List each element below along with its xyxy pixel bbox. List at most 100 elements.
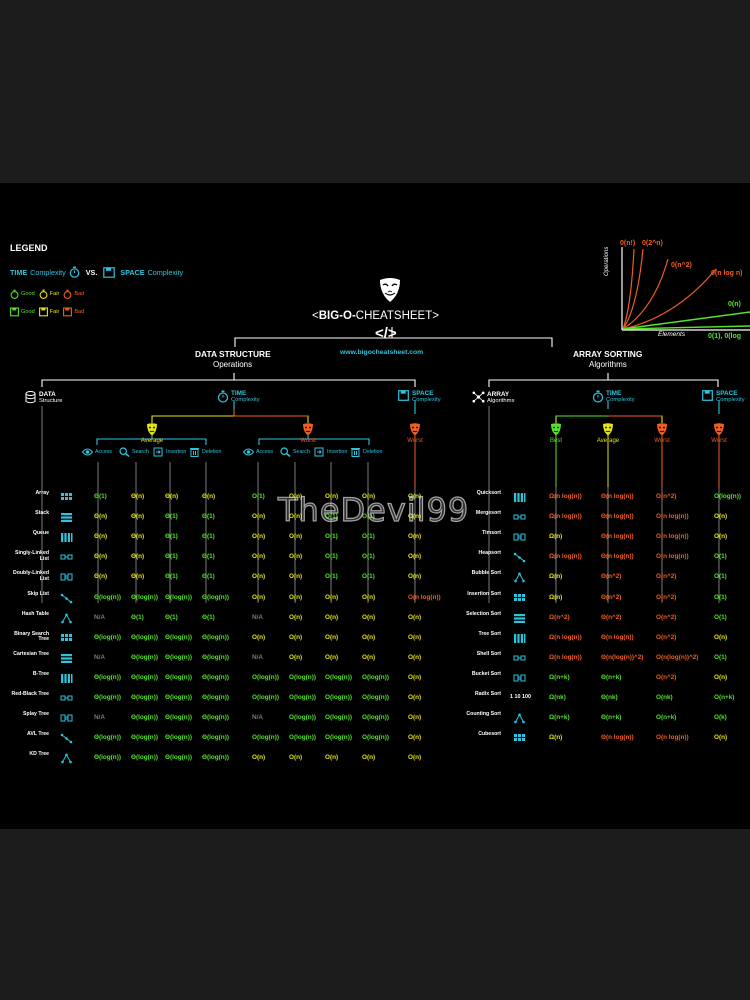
- ds-cell: O(log(n)): [325, 714, 352, 722]
- legend-rating-good: Good: [10, 307, 35, 317]
- insert-icon: [314, 447, 324, 457]
- legend-rating-label: Bad: [74, 291, 85, 297]
- curve-nlogn: [622, 268, 717, 330]
- ds-cell: Θ(1): [202, 513, 215, 521]
- ds-cell: O(n): [289, 653, 303, 661]
- curve-quadratic: [622, 258, 669, 330]
- sort-cell: O(n^2): [656, 633, 677, 641]
- ds-cell: O(n): [362, 493, 376, 500]
- ds-structure-icon: [60, 573, 73, 581]
- ds-cell: Θ(log(n)): [94, 633, 121, 641]
- ds-cell: Θ(log(n)): [131, 653, 158, 661]
- floppy-disk-icon: [398, 390, 409, 401]
- sort-algorithm-icon: [513, 514, 526, 520]
- ds-cell: O(1): [362, 573, 375, 581]
- cheatsheet-poster: LEGEND TIME Complexity VS. SPACE Complex…: [0, 183, 750, 829]
- ds-structure-icon: [60, 695, 73, 701]
- ds-row-label: Hash Table: [21, 610, 49, 617]
- ds-structure-icon: [60, 554, 73, 560]
- theatre-mask-icon: [303, 423, 313, 436]
- ds-cell: O(n): [408, 493, 422, 500]
- ds-cell: Θ(1): [165, 553, 178, 561]
- legend-rating-label: Fair: [49, 291, 60, 297]
- ds-cell: O(n): [408, 513, 422, 521]
- stopwatch-icon: [10, 289, 19, 299]
- ds-cell: Θ(log(n)): [165, 673, 192, 681]
- ds-cell: Θ(1): [131, 613, 144, 621]
- search-icon: [280, 447, 291, 457]
- ds-cell: Θ(n): [94, 573, 108, 581]
- ds-row-label: KD Tree: [29, 751, 49, 758]
- ds-col-data-sub: Structure: [39, 398, 63, 404]
- ds-cell: Θ(log(n)): [202, 593, 229, 601]
- legend-time-sub: Complexity: [30, 267, 66, 277]
- ds-cell: O(1): [362, 533, 375, 541]
- ds-cell: O(log(n)): [325, 694, 352, 701]
- sort-cell: O(n^2): [656, 573, 677, 581]
- ds-row-label: B-Tree: [32, 670, 49, 677]
- ds-cell: Θ(1): [165, 613, 178, 621]
- sort-cell: Θ(n^2): [601, 593, 622, 601]
- ds-col-space-sub: Complexity: [412, 397, 441, 403]
- sort-row-label: Counting Sort: [466, 711, 501, 718]
- sort-cell: Ω(n log(n)): [549, 513, 582, 521]
- curve-label-nlogn: 0(n log n): [711, 270, 743, 277]
- sort-best-label: Best: [549, 438, 562, 444]
- sort-col-space: SPACE: [716, 390, 738, 397]
- sort-row-label: Heapsort: [478, 550, 502, 557]
- site-url[interactable]: www.bigocheatsheet.com: [340, 349, 424, 356]
- ds-cell: Θ(log(n)): [94, 673, 121, 681]
- ds-row-label: Cartesian Tree: [13, 650, 49, 657]
- ds-cell: Θ(log(n)): [202, 633, 229, 641]
- ds-cell: O(n): [408, 573, 422, 581]
- search-icon: [119, 447, 130, 457]
- sort-row-label: Selection Sort: [466, 610, 501, 617]
- ds-cell: Θ(log(n)): [202, 734, 229, 742]
- sort-col-time: TIME: [606, 390, 622, 397]
- sort-algorithm-icon: [513, 655, 526, 661]
- ds-cell: N/A: [252, 613, 264, 621]
- sort-cell: O(n log(n)): [656, 734, 689, 742]
- ds-cell: O(n log(n)): [408, 593, 441, 601]
- stopwatch-icon: [592, 390, 604, 403]
- ds-cell: O(log(n)): [362, 694, 389, 701]
- ds-cell: O(1): [325, 573, 338, 581]
- op-header-deletion: Deletion: [189, 447, 221, 457]
- sort-cell: O(1): [714, 653, 727, 661]
- sort-cell: O(n log(n)): [656, 553, 689, 561]
- ds-cell: O(n): [325, 633, 339, 641]
- sort-cell: Θ(n log(n)): [601, 734, 634, 742]
- ds-cell: O(n): [325, 593, 339, 601]
- op-header-label: Deletion: [202, 449, 222, 455]
- ds-cell: O(n): [408, 694, 422, 701]
- ds-cell: O(log(n)): [325, 734, 352, 742]
- insert-icon: [153, 447, 163, 457]
- sort-algorithm-icon: [513, 533, 526, 541]
- op-header-deletion: Deletion: [350, 447, 382, 457]
- ds-cell: Θ(log(n)): [94, 754, 121, 762]
- legend-rating-bad: Bad: [63, 307, 84, 317]
- ds-cell: Θ(log(n)): [94, 593, 121, 601]
- ds-cell: O(n): [289, 573, 303, 581]
- ds-cell: O(n): [252, 754, 266, 762]
- curve-linear: [622, 311, 750, 330]
- op-header-label: Insertion: [166, 449, 187, 455]
- ds-cell: O(log(n)): [289, 694, 316, 701]
- op-header-access: Access: [243, 447, 273, 457]
- ds-cell: Θ(log(n)): [94, 734, 121, 742]
- ds-col-space: SPACE: [412, 390, 434, 397]
- sort-cell: O(n(log(n))^2): [656, 653, 699, 661]
- sort-algorithm-icon: [514, 613, 525, 623]
- ds-row-label: Stack: [35, 510, 49, 517]
- legend-rating-bad: Bad: [63, 289, 84, 299]
- ds-cell: N/A: [252, 653, 264, 661]
- ds-cell: Θ(n): [131, 573, 145, 581]
- sort-cell: O(1): [714, 573, 727, 581]
- op-header-search: Search: [119, 447, 149, 457]
- floppy-disk-icon: [10, 307, 19, 317]
- ds-cell: O(n): [252, 533, 266, 541]
- op-header-label: Deletion: [363, 449, 383, 455]
- legend-rating-label: Good: [21, 309, 35, 315]
- ds-cell: O(1): [325, 553, 338, 561]
